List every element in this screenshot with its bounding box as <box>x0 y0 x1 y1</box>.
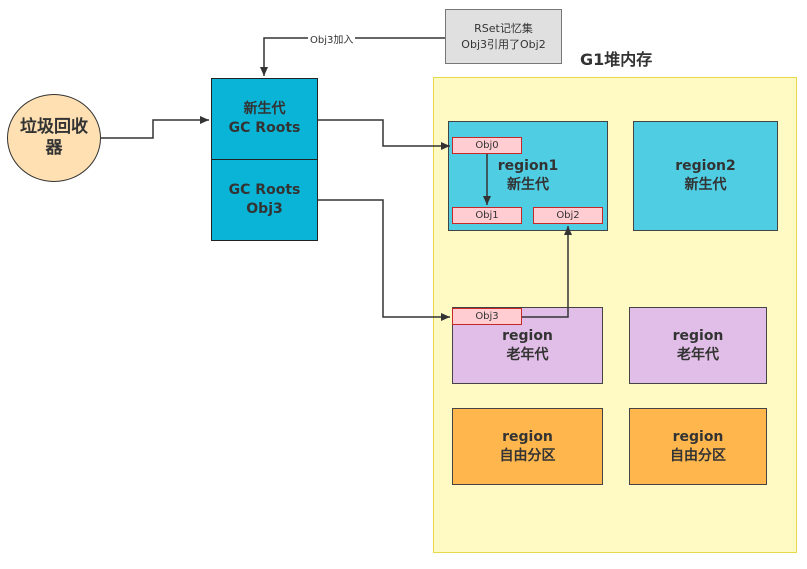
heap-title: G1堆内存 <box>580 50 653 69</box>
rset-line1: RSet记忆集 <box>474 21 533 35</box>
free-right-line2: 自由分区 <box>670 447 726 464</box>
garbage-collector-node: 垃圾回收器 <box>7 94 101 182</box>
obj1-box: Obj1 <box>452 207 522 224</box>
region2-young: region2 新生代 <box>633 121 778 231</box>
region2-line1: region2 <box>675 158 736 174</box>
old-left-line1: region <box>502 327 553 344</box>
gc-label: 垃圾回收器 <box>20 117 88 158</box>
gc-roots-obj3-line2: Obj3 <box>246 201 283 217</box>
edge-label-obj3-add: Obj3加入 <box>308 31 356 46</box>
rset-node: RSet记忆集 Obj3引用了Obj2 <box>445 9 562 64</box>
edge-roots-to-obj0 <box>318 119 450 150</box>
gc-roots-obj3-line1: GC Roots <box>228 182 301 198</box>
free-left-line1: region <box>502 428 553 445</box>
free-right-line1: region <box>672 428 724 445</box>
free-left-line2: 自由分区 <box>499 447 556 464</box>
edge-rset-to-roots <box>260 37 445 76</box>
region-free-left: region 自由分区 <box>452 408 603 485</box>
edge-gc-to-roots <box>101 116 209 139</box>
old-right-line2: 老年代 <box>677 346 719 363</box>
obj2-box: Obj2 <box>533 207 603 224</box>
old-right-line1: region <box>672 327 724 344</box>
gc-roots-young-line1: 新生代 <box>243 101 286 117</box>
region-free-right: region 自由分区 <box>629 408 767 485</box>
edge-obj3-to-obj2 <box>522 226 572 318</box>
obj3-box: Obj3 <box>452 308 522 325</box>
region-old-right: region 老年代 <box>629 307 767 384</box>
rset-line2: Obj3引用了Obj2 <box>461 37 546 51</box>
gc-roots-young-line2: GC Roots <box>228 120 301 136</box>
edge-roots-to-obj3 <box>318 199 450 321</box>
region1-line2: 新生代 <box>507 177 549 193</box>
old-left-line2: 老年代 <box>506 346 549 363</box>
gc-roots-obj3-node: GC Roots Obj3 <box>211 159 318 241</box>
region2-line2: 新生代 <box>684 177 727 193</box>
region1-line1: region1 <box>497 158 559 174</box>
obj0-box: Obj0 <box>452 137 522 154</box>
